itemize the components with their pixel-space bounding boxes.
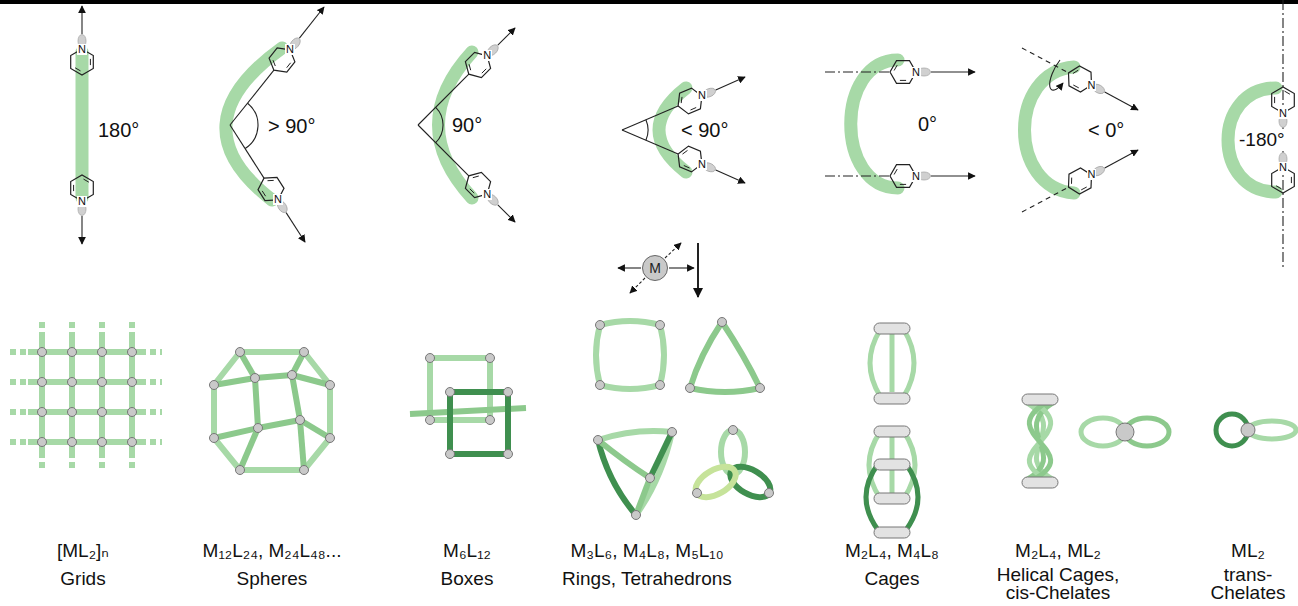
double-bond xyxy=(90,59,91,65)
angle-label: -180° xyxy=(1239,129,1285,151)
vector-line xyxy=(622,106,678,130)
double-bond xyxy=(75,68,80,71)
atom-label: N xyxy=(697,90,707,101)
atom-label: N xyxy=(285,44,295,55)
angle-label: < 90° xyxy=(681,119,728,142)
double-bond xyxy=(1081,187,1087,190)
caption-label: Rings, Tetrahedrons xyxy=(562,568,732,590)
atom-label: N xyxy=(697,159,707,170)
vector-line xyxy=(1022,48,1069,73)
double-bond xyxy=(900,184,906,185)
trans-chelate-figure xyxy=(1216,414,1296,446)
angle-arcs xyxy=(245,103,648,148)
double-bond xyxy=(1285,91,1290,94)
double-bond xyxy=(262,191,265,196)
double-bond xyxy=(482,69,486,73)
double-bond xyxy=(73,185,74,191)
double-bond xyxy=(894,65,897,70)
double-bond xyxy=(84,179,89,182)
atom-label: N xyxy=(77,196,87,207)
double-bond xyxy=(1073,70,1078,73)
double-bond xyxy=(1071,178,1072,184)
metal-symbol: M xyxy=(649,260,661,276)
angle-label: 180° xyxy=(98,119,139,142)
caption-label: Boxes xyxy=(441,568,494,590)
atom-label: N xyxy=(1087,80,1097,91)
double-bond xyxy=(469,64,471,70)
ring-figures xyxy=(594,318,776,520)
atom-label: N xyxy=(1087,169,1097,180)
atom-label: N xyxy=(482,189,492,200)
caption-label: M₃L₆, M₄L₈, M₅L₁₀ xyxy=(570,540,723,562)
top-bar xyxy=(0,0,1298,4)
caption-label: [ML₂]ₙ xyxy=(57,540,109,562)
double-bond xyxy=(1291,177,1292,183)
double-bond xyxy=(683,150,688,154)
sphere-figure xyxy=(210,348,335,475)
vector-line xyxy=(622,130,678,154)
caption-label: Cages xyxy=(865,568,920,590)
double-bond xyxy=(684,166,690,169)
vector-line xyxy=(1022,187,1069,212)
atom-label: N xyxy=(911,67,921,78)
direction-arrow xyxy=(931,71,975,72)
double-bond xyxy=(273,60,275,66)
metal-direction-arrows xyxy=(618,243,698,297)
double-bond xyxy=(691,108,697,111)
direction-arrow xyxy=(716,170,745,183)
double-bond xyxy=(287,63,291,68)
double-bond xyxy=(681,97,683,103)
caption-label: M₂L₄, ML₂ xyxy=(1015,540,1101,562)
direction-arrow xyxy=(1105,150,1138,168)
caption-label: Grids xyxy=(60,568,105,590)
double-bond xyxy=(900,80,906,81)
atom-label: N xyxy=(911,171,921,182)
direction-arrow xyxy=(286,213,305,242)
angle-label: 90° xyxy=(452,114,482,137)
double-bond xyxy=(894,169,897,174)
atom-label: N xyxy=(273,194,283,205)
double-bond xyxy=(1274,97,1275,103)
direction-arrow xyxy=(716,77,745,90)
direction-arrow xyxy=(299,7,324,38)
vector-line xyxy=(825,175,890,176)
caption-label: trans- Chelates xyxy=(1203,566,1293,602)
vector-line xyxy=(825,71,890,72)
double-bond xyxy=(1073,85,1079,88)
atom-label: N xyxy=(77,44,87,55)
vector-line xyxy=(230,125,264,178)
double-bond xyxy=(268,180,274,181)
helical-figures xyxy=(1022,394,1169,488)
caption-label: M₂L₄, M₄L₈ xyxy=(845,540,939,562)
caption-label: Helical Cages, cis-Chelates xyxy=(983,566,1133,602)
angle-label: > 90° xyxy=(268,115,315,138)
atom-label: N xyxy=(1278,108,1288,119)
direction-arrow xyxy=(931,175,975,176)
direction-arrow xyxy=(1105,92,1138,110)
angle-label: 0° xyxy=(918,113,937,136)
ligand-bands xyxy=(82,48,1276,200)
caption-label: ML₂ xyxy=(1231,540,1265,562)
metal-node: M xyxy=(642,255,668,281)
angle-label: < 0° xyxy=(1088,119,1124,142)
atom-label: N xyxy=(482,50,492,61)
caption-label: Spheres xyxy=(237,568,308,590)
direction-arrow xyxy=(498,28,515,45)
grid-figure xyxy=(10,322,162,472)
box-figure xyxy=(410,354,526,459)
atom-label: N xyxy=(1278,162,1288,173)
direction-arrow xyxy=(81,216,82,244)
caption-label: M₆L₁₂ xyxy=(443,540,491,562)
double-bond xyxy=(470,189,474,193)
caption-label: M₁₂L₂₄, M₂₄L₄₈... xyxy=(203,540,342,562)
double-bond xyxy=(473,176,479,178)
cage-figures xyxy=(866,323,918,538)
double-bond xyxy=(1276,186,1281,189)
direction-arrow xyxy=(81,6,82,34)
pyridine-groups xyxy=(71,6,1295,244)
direction-arrow xyxy=(498,205,515,222)
